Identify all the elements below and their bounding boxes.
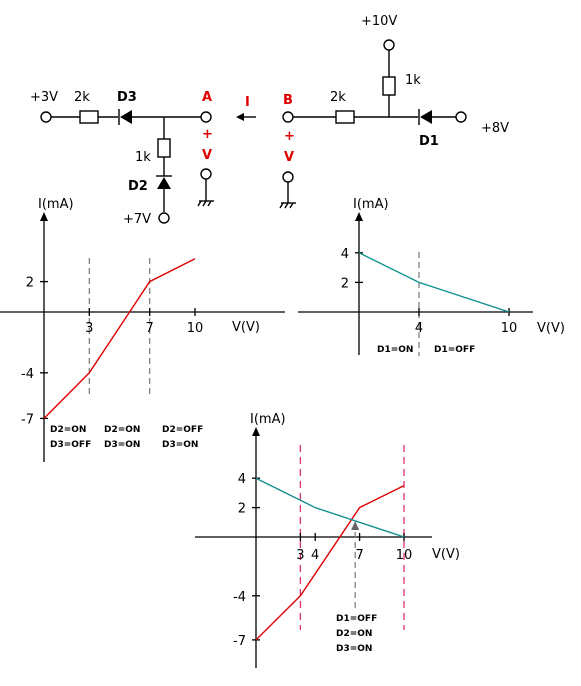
- x-tick-label: 3: [296, 548, 304, 563]
- chart-vi-diode-d1: I(mA) V(V) 4 10 4 2D1=ON D1=OFF: [298, 197, 565, 356]
- x-axis-label: V(V): [537, 321, 565, 336]
- resistor-1k-right: [382, 76, 396, 96]
- region-label: D1=ON: [377, 345, 413, 355]
- state-label: D1=OFF: [336, 614, 377, 624]
- diode-d1: [420, 110, 432, 124]
- region-label: D2=ON: [50, 425, 86, 435]
- terminal-b: [282, 111, 294, 123]
- series-line: [43, 258, 196, 419]
- label-d3: D3: [117, 90, 137, 105]
- resistor-2k-right: [335, 110, 355, 124]
- x-axis-label: V(V): [432, 547, 460, 562]
- label-2k-right: 2k: [330, 90, 346, 105]
- series-line: [358, 252, 510, 313]
- y-tick-label: -4: [233, 590, 246, 605]
- region-label: D2=ON: [104, 425, 140, 435]
- y-axis-arrow: [252, 427, 260, 436]
- y-tick-label: 4: [341, 247, 349, 262]
- y-axis-label: I(mA): [250, 412, 286, 427]
- label-node-a: A: [202, 90, 212, 105]
- label-plus3v: +3V: [30, 90, 58, 105]
- y-tick-label: 2: [238, 502, 246, 517]
- label-plus-b: +: [284, 129, 295, 144]
- diode-d3: [120, 110, 132, 124]
- label-plus10v: +10V: [361, 14, 397, 29]
- y-tick-label: -7: [233, 634, 246, 649]
- resistor-1k-left: [157, 138, 171, 158]
- region-label: D1=OFF: [434, 345, 475, 355]
- state-label: D2=ON: [336, 629, 372, 639]
- label-v-b: V: [284, 150, 294, 165]
- y-tick-label: 2: [341, 276, 349, 291]
- label-plus8v: +8V: [481, 121, 509, 136]
- x-tick-label: 4: [311, 548, 319, 563]
- label-plus-a: +: [202, 127, 213, 142]
- y-axis-arrow: [355, 212, 363, 221]
- y-tick-label: -7: [21, 412, 34, 427]
- series-line: [255, 484, 405, 641]
- label-current-i: I: [245, 95, 250, 110]
- x-tick-label: 10: [187, 321, 204, 336]
- x-tick-label: 10: [396, 548, 413, 563]
- state-label: D3=ON: [336, 644, 372, 654]
- terminal-ground-a: [200, 168, 212, 180]
- arrow-left-icon: [236, 113, 244, 121]
- y-tick-label: 2: [26, 276, 34, 291]
- y-tick-label: 4: [238, 472, 246, 487]
- intersection-arrow: [351, 521, 360, 530]
- y-axis-label: I(mA): [38, 197, 74, 212]
- label-node-b: B: [283, 93, 293, 108]
- terminal-plus10v: [383, 39, 395, 51]
- label-plus7v: +7V: [123, 212, 151, 227]
- label-1k-left: 1k: [135, 150, 151, 165]
- ground-icon: [279, 202, 296, 209]
- label-1k-right: 1k: [405, 73, 421, 88]
- right-circuit: B + V 2k +10V 1k D1 +8V: [279, 14, 509, 209]
- label-d1: D1: [419, 134, 439, 149]
- ground-icon: [197, 200, 214, 207]
- label-2k-left: 2k: [74, 90, 90, 105]
- x-tick-label: 4: [415, 321, 423, 336]
- x-tick-label: 10: [501, 321, 518, 336]
- chart-vi-diodes-d2-d3: I(mA) V(V) 3 7 10 2 -4 -7D2=ON D3=OFF D2=ON D3=ON D…: [0, 197, 285, 462]
- region-label: D3=ON: [104, 440, 140, 450]
- region-label: D2=OFF: [162, 425, 203, 435]
- x-tick-label: 7: [146, 321, 154, 336]
- terminal-a: [200, 111, 212, 123]
- series-line: [255, 477, 405, 538]
- y-axis-label: I(mA): [353, 197, 389, 212]
- terminal-plus8v: [455, 111, 467, 123]
- region-label: D3=ON: [162, 440, 198, 450]
- label-d2: D2: [128, 179, 148, 194]
- current-arrow: I: [236, 95, 256, 121]
- diode-d2: [157, 177, 171, 189]
- resistor-2k-left: [79, 110, 99, 124]
- terminal-plus3v: [40, 111, 52, 123]
- region-label: D3=OFF: [50, 440, 91, 450]
- terminal-ground-b: [282, 171, 294, 183]
- y-tick-label: -4: [21, 367, 34, 382]
- x-tick-label: 3: [85, 321, 93, 336]
- y-axis-arrow: [40, 212, 48, 221]
- left-circuit: +3V 2k D3 A + V 1k D2 +7V: [30, 90, 214, 227]
- x-tick-label: 7: [355, 548, 363, 563]
- terminal-plus7v: [158, 212, 170, 224]
- label-v-a: V: [202, 148, 212, 163]
- x-axis-label: V(V): [232, 320, 260, 335]
